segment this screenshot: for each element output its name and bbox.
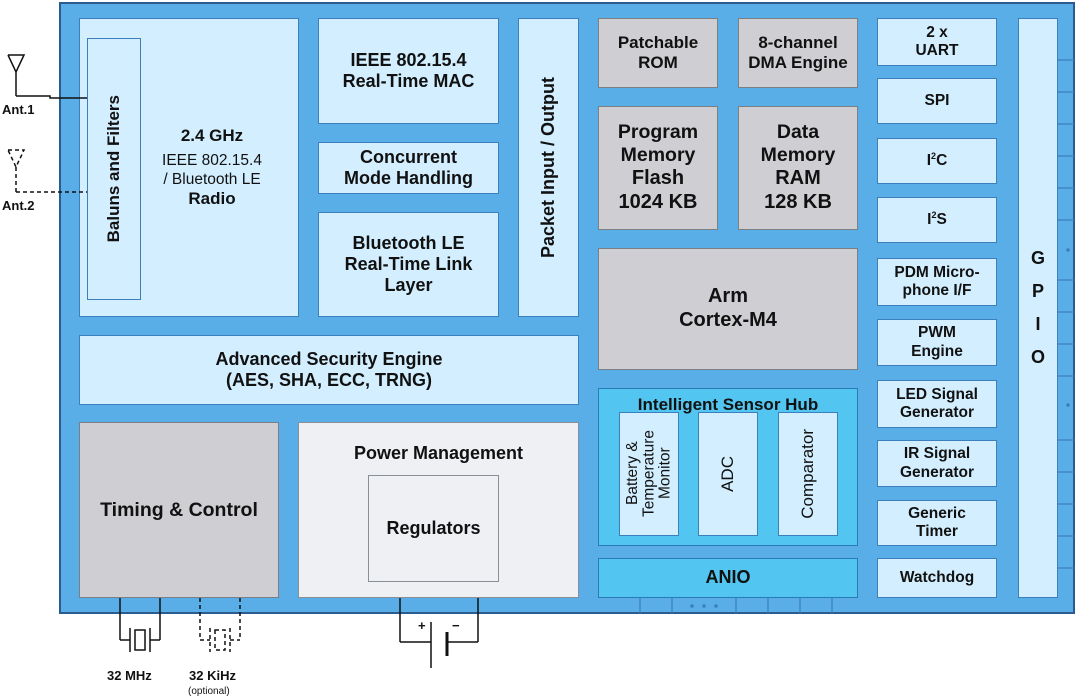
timer-line1: Generic (908, 504, 966, 522)
pdm-line2: phone I/F (902, 282, 972, 299)
patchable-rom-block: Patchable ROM (598, 18, 718, 88)
spi-label: SPI (924, 91, 950, 109)
radio-ble: / Bluetooth LE (163, 170, 261, 188)
regulators-block: Regulators (368, 475, 499, 582)
ble-link-layer-block: Bluetooth LE Real-Time Link Layer (318, 212, 499, 317)
sensor-hub-title: Intelligent Sensor Hub (637, 395, 819, 414)
gpio-pins (1058, 59, 1074, 569)
dma-line1: 8-channel (758, 32, 838, 52)
rom-line2: ROM (638, 53, 678, 72)
anio-block: ANIO (598, 558, 858, 598)
gpio-block: G P I O (1018, 18, 1058, 598)
power-title: Power Management (353, 443, 524, 463)
program-flash-block: Program Memory Flash 1024 KB (598, 106, 718, 230)
mac-line2: Real-Time MAC (342, 71, 475, 91)
led-line2: Generator (899, 404, 975, 421)
radio-frequency: 2.4 GHz (180, 126, 244, 146)
antenna-1-icon (7, 54, 87, 99)
gpio-letter-o: O (1030, 347, 1045, 368)
timer-line2: Timer (916, 523, 958, 540)
ir-line2: Generator (899, 463, 975, 481)
uart-line1: 2 x (926, 23, 948, 41)
concurrent-mode-block: Concurrent Mode Handling (318, 142, 499, 194)
gpio-letter-i: I (1035, 314, 1041, 334)
i2c-block: I2C (877, 138, 997, 184)
watchdog-block: Watchdog (877, 558, 997, 598)
regulators-label: Regulators (386, 517, 481, 538)
battery-temp-monitor-block: Battery & Temperature Monitor (619, 412, 679, 536)
adc-block: ADC (698, 412, 758, 536)
pwm-line1: PWM (918, 324, 956, 342)
timing-label: Timing & Control (100, 498, 258, 521)
anio-pins (639, 598, 833, 613)
antenna-1-label: Ant.1 (2, 102, 35, 117)
ram-line3: RAM (775, 167, 821, 190)
spi-block: SPI (877, 78, 997, 124)
ram-line2: Memory (760, 144, 836, 167)
flash-line3: Flash (631, 167, 685, 190)
flash-line1: Program (617, 121, 699, 144)
i2s-block: I2S (877, 197, 997, 243)
concurrent-line1: Concurrent (359, 146, 457, 167)
comparator-block: Comparator (778, 412, 838, 536)
baluns-filters-block: Baluns and Filters (87, 38, 141, 300)
watchdog-label: Watchdog (899, 568, 975, 586)
ble-ll-line3: Layer (384, 275, 433, 296)
flash-line2: Memory (620, 144, 696, 167)
anio-pin-dots (690, 604, 718, 608)
gpio-letter-p: P (1031, 280, 1044, 301)
ir-signal-generator-block: IR Signal Generator (877, 440, 997, 487)
ir-line1: IR Signal (903, 445, 971, 463)
mac-line1: IEEE 802.15.4 (350, 49, 467, 70)
gpio-pin-dots (1066, 248, 1070, 407)
pdm-microphone-block: PDM Micro- phone I/F (877, 258, 997, 306)
flash-size: 1024 KB (618, 191, 698, 213)
mac-block: IEEE 802.15.4 Real-Time MAC (318, 18, 499, 124)
crystal-32mhz-icon (119, 598, 161, 652)
i2c-label: I2C (926, 150, 948, 169)
ble-ll-line2: Real-Time Link (344, 253, 473, 274)
crystal-32khz-icon (199, 598, 241, 652)
battery-plus: + (418, 618, 426, 633)
dma-engine-block: 8-channel DMA Engine (738, 18, 858, 88)
timing-control-block: Timing & Control (79, 422, 279, 598)
crystal-32khz-label: 32 KiHz (189, 668, 236, 683)
security-line2: (AES, SHA, ECC, TRNG) (225, 370, 432, 390)
security-engine-block: Advanced Security Engine (AES, SHA, ECC,… (79, 335, 579, 405)
radio-standard: IEEE 802.15.4 (162, 152, 262, 170)
radio-label: Radio (188, 188, 236, 208)
cpu-block: Arm Cortex-M4 (598, 248, 858, 370)
data-ram-block: Data Memory RAM 128 KB (738, 106, 858, 230)
ram-line1: Data (776, 121, 820, 144)
i2s-label: I2S (927, 209, 947, 228)
security-line1: Advanced Security Engine (215, 348, 443, 369)
led-line1: LED Signal (896, 385, 978, 403)
antenna-2-icon (7, 149, 87, 193)
led-signal-generator-block: LED Signal Generator (877, 380, 997, 428)
antenna-2-label: Ant.2 (2, 198, 35, 213)
crystal-32mhz-label: 32 MHz (107, 668, 152, 683)
crystal-optional-label: (optional) (188, 686, 230, 697)
pwm-line2: Engine (911, 342, 963, 360)
packet-io-block: Packet Input / Output (518, 18, 579, 317)
pwm-engine-block: PWM Engine (877, 319, 997, 366)
rom-line1: Patchable (617, 32, 699, 52)
generic-timer-block: Generic Timer (877, 500, 997, 546)
gpio-letter-g: G (1030, 247, 1045, 268)
ble-ll-line1: Bluetooth LE (352, 232, 465, 253)
uart-line2: UART (915, 42, 959, 59)
cpu-line1: Arm (707, 285, 748, 308)
cpu-line2: Cortex-M4 (679, 309, 777, 331)
anio-label: ANIO (705, 567, 751, 588)
battery-icon (399, 598, 479, 668)
ram-size: 128 KB (764, 191, 832, 213)
battery-minus: − (452, 618, 460, 633)
concurrent-line2: Mode Handling (344, 168, 473, 188)
uart-block: 2 x UART (877, 18, 997, 66)
dma-line2: DMA Engine (748, 53, 848, 72)
pdm-line1: PDM Micro- (894, 263, 980, 281)
